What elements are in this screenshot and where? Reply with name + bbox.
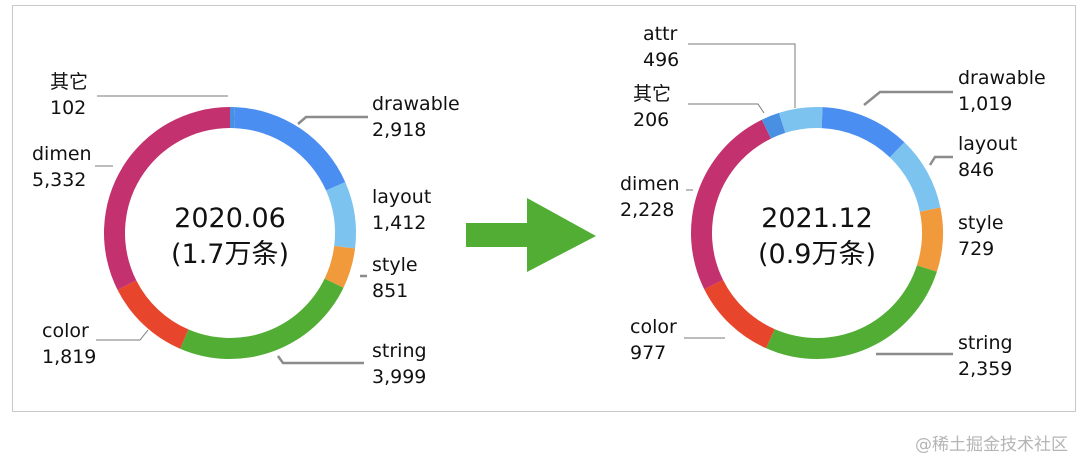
slice-layout <box>326 182 356 249</box>
slice-layout <box>889 142 941 212</box>
label-name-layout: layout <box>372 186 431 208</box>
label-value-其它: 206 <box>633 109 669 131</box>
label-value-color: 977 <box>630 342 666 364</box>
leader-line-string <box>276 355 364 365</box>
label-name-layout: layout <box>958 133 1017 155</box>
label-value-attr: 496 <box>643 49 679 71</box>
label-value-layout: 846 <box>958 159 994 181</box>
center-subtitle: (0.9万条) <box>758 239 876 270</box>
label-name-style: style <box>958 212 1004 234</box>
label-value-string: 2,359 <box>958 358 1012 380</box>
label-value-layout: 1,412 <box>372 212 426 234</box>
leader-line-attr <box>688 43 796 108</box>
leader-line-其它 <box>688 103 765 114</box>
center-title: 2020.06 <box>174 203 286 234</box>
label-value-dimen: 2,228 <box>620 199 674 221</box>
slice-dimen <box>691 119 771 290</box>
slice-color <box>704 279 775 349</box>
label-value-其它: 102 <box>50 97 86 119</box>
label-name-attr: attr <box>643 23 678 45</box>
watermark-text: @稀土掘金技术社区 <box>915 435 1068 455</box>
right-arrow-icon <box>466 198 596 272</box>
leader-line-layout <box>928 155 953 166</box>
label-name-color: color <box>630 316 677 338</box>
slice-string <box>766 265 937 360</box>
leader-line-drawable <box>863 90 953 106</box>
slice-attr <box>778 106 823 133</box>
center-title: 2021.12 <box>761 203 873 234</box>
slice-drawable <box>234 107 346 191</box>
label-name-style: style <box>372 254 418 276</box>
slice-string <box>180 278 344 359</box>
label-name-其它: 其它 <box>50 71 88 93</box>
label-name-dimen: dimen <box>620 173 680 195</box>
label-name-drawable: drawable <box>958 67 1046 89</box>
label-value-drawable: 1,019 <box>958 93 1012 115</box>
leader-line-color <box>96 329 149 341</box>
donut-chart-1: 2020.06 (1.7万条) 其它 102 drawable 2,918 layout 1,… <box>32 71 460 388</box>
label-value-dimen: 5,332 <box>32 169 86 191</box>
slice-其它 <box>761 112 786 139</box>
donut-chart-2: 2021.12 (0.9万条) attr 496 drawable 1,019 layout… <box>620 23 1046 380</box>
slice-dimen <box>103 107 230 290</box>
label-name-color: color <box>42 320 89 342</box>
label-value-drawable: 2,918 <box>372 119 426 141</box>
center-subtitle: (1.7万条) <box>171 239 289 270</box>
label-value-style: 729 <box>958 238 994 260</box>
leader-line-drawable <box>297 115 368 125</box>
label-value-style: 851 <box>372 280 408 302</box>
slice-color <box>117 280 189 349</box>
label-name-dimen: dimen <box>32 143 92 165</box>
chart-frame <box>12 5 1076 412</box>
label-value-string: 3,999 <box>372 366 426 388</box>
slice-drawable <box>821 107 905 158</box>
slice-其它 <box>230 107 235 129</box>
slice-style <box>324 245 356 288</box>
label-name-string: string <box>372 340 427 362</box>
label-value-color: 1,819 <box>42 346 96 368</box>
slice-style <box>916 207 944 272</box>
label-name-其它: 其它 <box>633 83 671 105</box>
label-name-string: string <box>958 332 1013 354</box>
label-name-drawable: drawable <box>372 93 460 115</box>
